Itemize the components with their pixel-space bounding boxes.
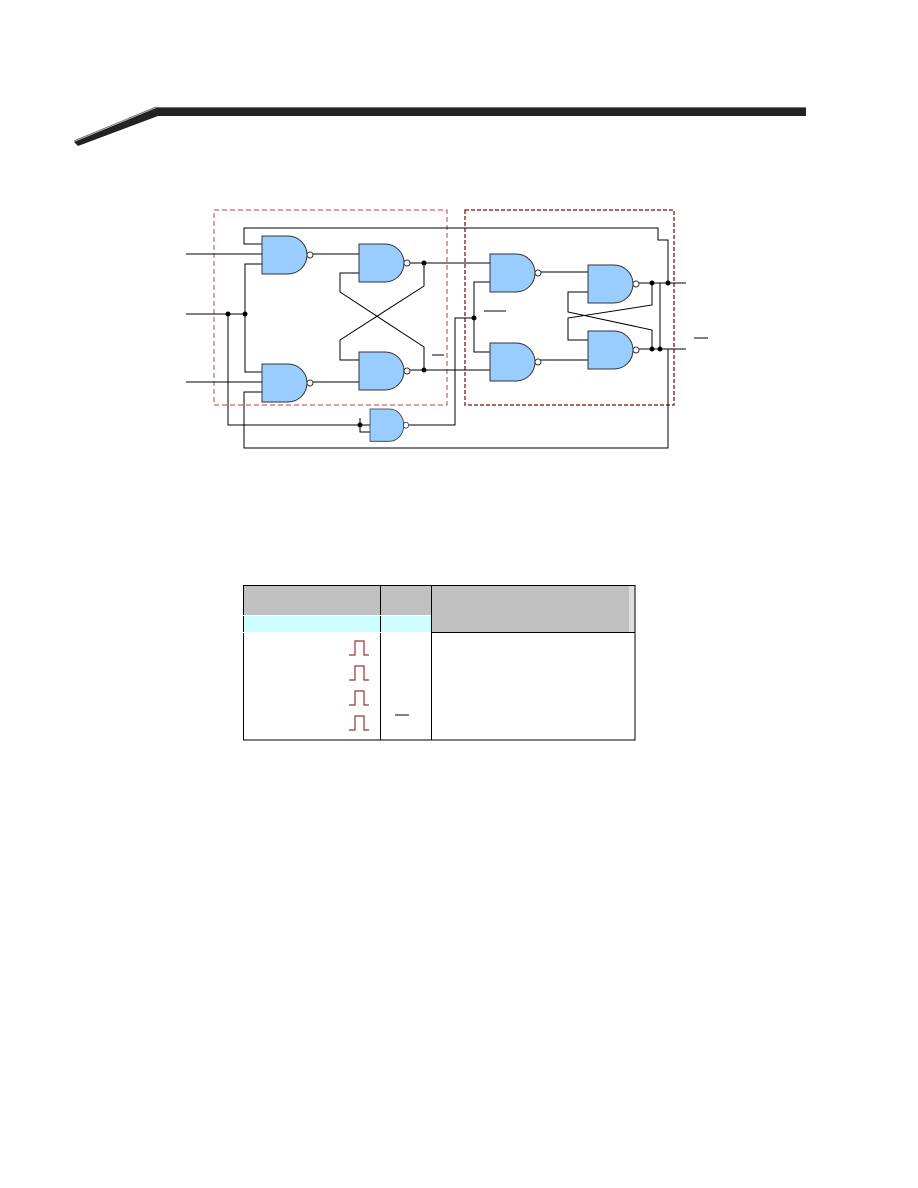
junction-dots (225, 260, 671, 428)
nand-gate-input-bottom (261, 363, 314, 403)
header-rule (73, 106, 806, 146)
nand-gate-slave-latch-top (587, 264, 640, 304)
nand-gate-slave-input-bottom (489, 342, 542, 382)
nand-gate-input-top (261, 235, 314, 275)
nand-gate-master-latch-bottom (358, 351, 411, 391)
nand-gate-slave-input-top (489, 253, 542, 293)
clock-pulse-icon (349, 690, 369, 706)
clock-inverter-gate (369, 408, 409, 442)
clock-pulse-icon (349, 665, 369, 681)
truth-table-description-header (431, 585, 635, 633)
complement-overbars (432, 310, 708, 356)
clock-pulse-icon (349, 715, 369, 731)
nand-gate-slave-latch-bottom (587, 330, 640, 370)
nand-gate-master-latch-top (358, 243, 411, 283)
flip-flop-circuit-diagram (186, 209, 708, 449)
slave-latch-boundary (464, 209, 675, 406)
master-latch-boundary (213, 209, 448, 406)
wiring (186, 227, 686, 449)
truth-table (243, 585, 636, 741)
clock-pulse-icon (349, 640, 369, 656)
truth-table-subheader-row (243, 615, 432, 632)
